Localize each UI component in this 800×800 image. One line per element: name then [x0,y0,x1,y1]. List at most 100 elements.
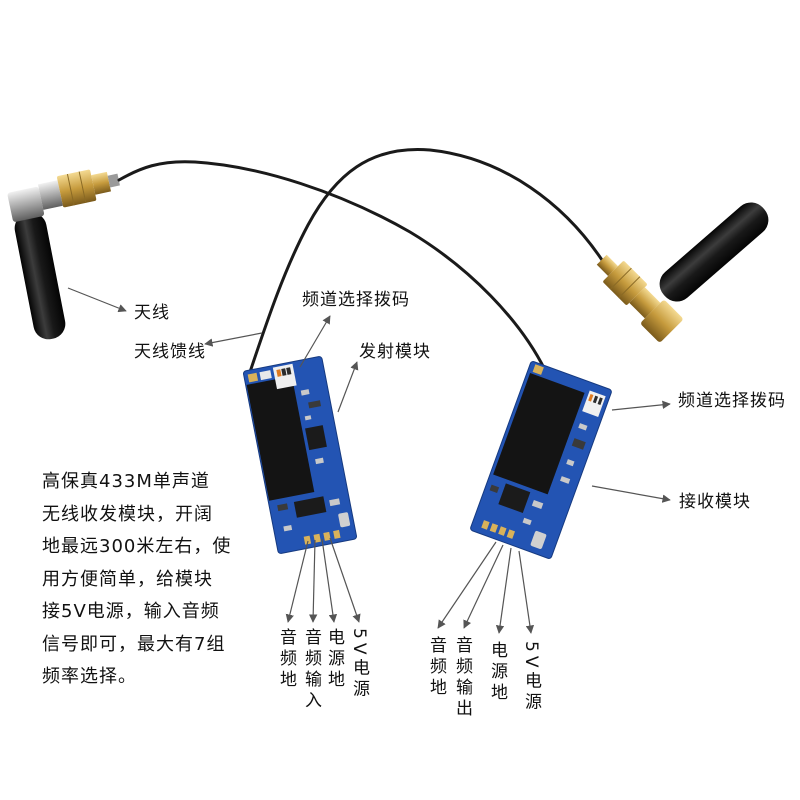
tx-pin-label-audio-input: 音频输入 [301,628,321,712]
description-line: 接5V电源，输入音频 [42,601,220,622]
arrow-tx-power-ground [321,538,338,623]
smd-component [571,438,586,450]
receiver-ic [498,483,531,513]
receiver-crystal [530,530,547,549]
left-nut-edge [66,173,75,206]
transmitter-antenna-pad [247,372,259,383]
smd-component [315,457,324,465]
arrow-tx-audio-input [308,539,318,623]
smd-component [578,423,588,431]
left-connector-crimp [107,173,120,188]
right-connector-nut [603,261,647,305]
smd-component [283,524,293,532]
pin-pad [303,535,312,545]
left-antenna [14,212,66,340]
pin-pad [489,523,499,533]
description-line: 频率选择。 [42,666,137,687]
arrow-antenna-feeder [204,332,263,347]
tx-pin-label-5v-power: 5V电源 [349,628,369,701]
right-nut-edge [609,267,632,290]
arrow-rx-5v-power [518,550,535,634]
arrow-antenna [67,287,127,313]
tx-pin-label-power-ground: 电源地 [324,628,344,691]
transmitter-silk-area [259,370,272,381]
label-tx-channel-dip: 频道选择拨码 [302,290,410,310]
arrow-rx-audio-ground [437,541,497,629]
smd-component [277,503,289,512]
arrow-tx-5v-power [329,537,361,623]
dip-toggle [592,395,599,404]
receiver-dip-switch [582,390,606,417]
arrow-tx-module [337,361,359,413]
description-line: 地最远300米左右，使 [42,536,232,557]
pin-pad [481,520,490,530]
right-sma-connector [596,254,683,342]
smd-component [560,476,571,484]
right-connector-sleeve [596,254,618,276]
right-antenna-body [659,202,769,302]
rx-pin-label-power-ground: 电源地 [487,641,507,704]
transmitter-dip-switch [272,363,297,390]
transmitter-shield [246,376,315,501]
dip-toggle [286,367,292,375]
right-connector-elbow [641,300,683,342]
smd-component [304,415,312,421]
receiver-shield [493,373,585,495]
transmitter-module [243,356,357,554]
label-antenna-feeder: 天线馈线 [134,342,206,362]
transmitter-audio-ic [293,496,327,518]
left-connector-nut [57,169,97,208]
transmitter-crystal [338,512,351,528]
arrow-rx-power-ground [495,547,512,634]
dip-toggle [281,368,287,376]
label-tx-module: 发射模块 [359,342,431,362]
left-sma-connector [7,169,120,222]
product-description: 高保真433M单声道 无线收发模块，开阔 地最远300米左右，使 用方便简单，给… [42,466,231,694]
label-rx-module: 接收模块 [679,492,751,512]
receiver-antenna-pad [532,364,544,375]
smd-component [489,484,500,493]
dip-switch-body [272,363,297,390]
arrow-rx-channel-dip [611,400,671,411]
dip-toggle [588,393,594,402]
label-antenna: 天线 [134,303,170,323]
left-antenna-body [14,212,66,340]
left-connector-sleeve [91,171,111,195]
receiver-module [470,361,612,559]
right-antenna [659,202,769,302]
right-nut-edge [618,276,641,299]
description-line: 信号即可，最大有7组 [42,633,226,655]
rx-pin-label-audio-ground: 音频地 [426,636,446,699]
dip-switch-body [582,390,606,417]
description-line: 高保真433M单声道 [42,471,210,492]
smd-component [531,499,544,510]
arrow-rx-audio-output [463,544,504,629]
left-nut-edge [78,171,87,203]
rx-pin-label-5v-power: 5V电源 [521,641,541,714]
smd-component [329,498,341,507]
pin-pad [506,529,516,539]
tx-pin-label-audio-ground: 音频地 [276,628,296,691]
left-connector-body [37,180,63,210]
feeder-cable-to-receiver [117,160,547,372]
smd-component [308,400,322,409]
pin-pad [498,526,507,536]
smd-component [522,517,532,526]
dip-toggle [276,369,282,377]
arrow-tx-audio-ground [285,540,309,623]
feeder-cable-to-transmitter [248,147,604,374]
pin-pad [333,529,341,539]
transmitter-ic [305,425,327,451]
smd-component [566,459,575,467]
dip-toggle [597,397,603,405]
arrow-rx-module [591,485,671,503]
left-connector-elbow [7,186,45,222]
arrow-tx-channel-dip [299,315,331,368]
label-rx-channel-dip: 频道选择拨码 [678,391,786,411]
description-line: 无线收发模块，开阔 [42,503,213,525]
rx-pin-label-audio-output: 音频输出 [452,636,472,720]
smd-component [300,389,310,396]
pin-pad [323,531,331,541]
